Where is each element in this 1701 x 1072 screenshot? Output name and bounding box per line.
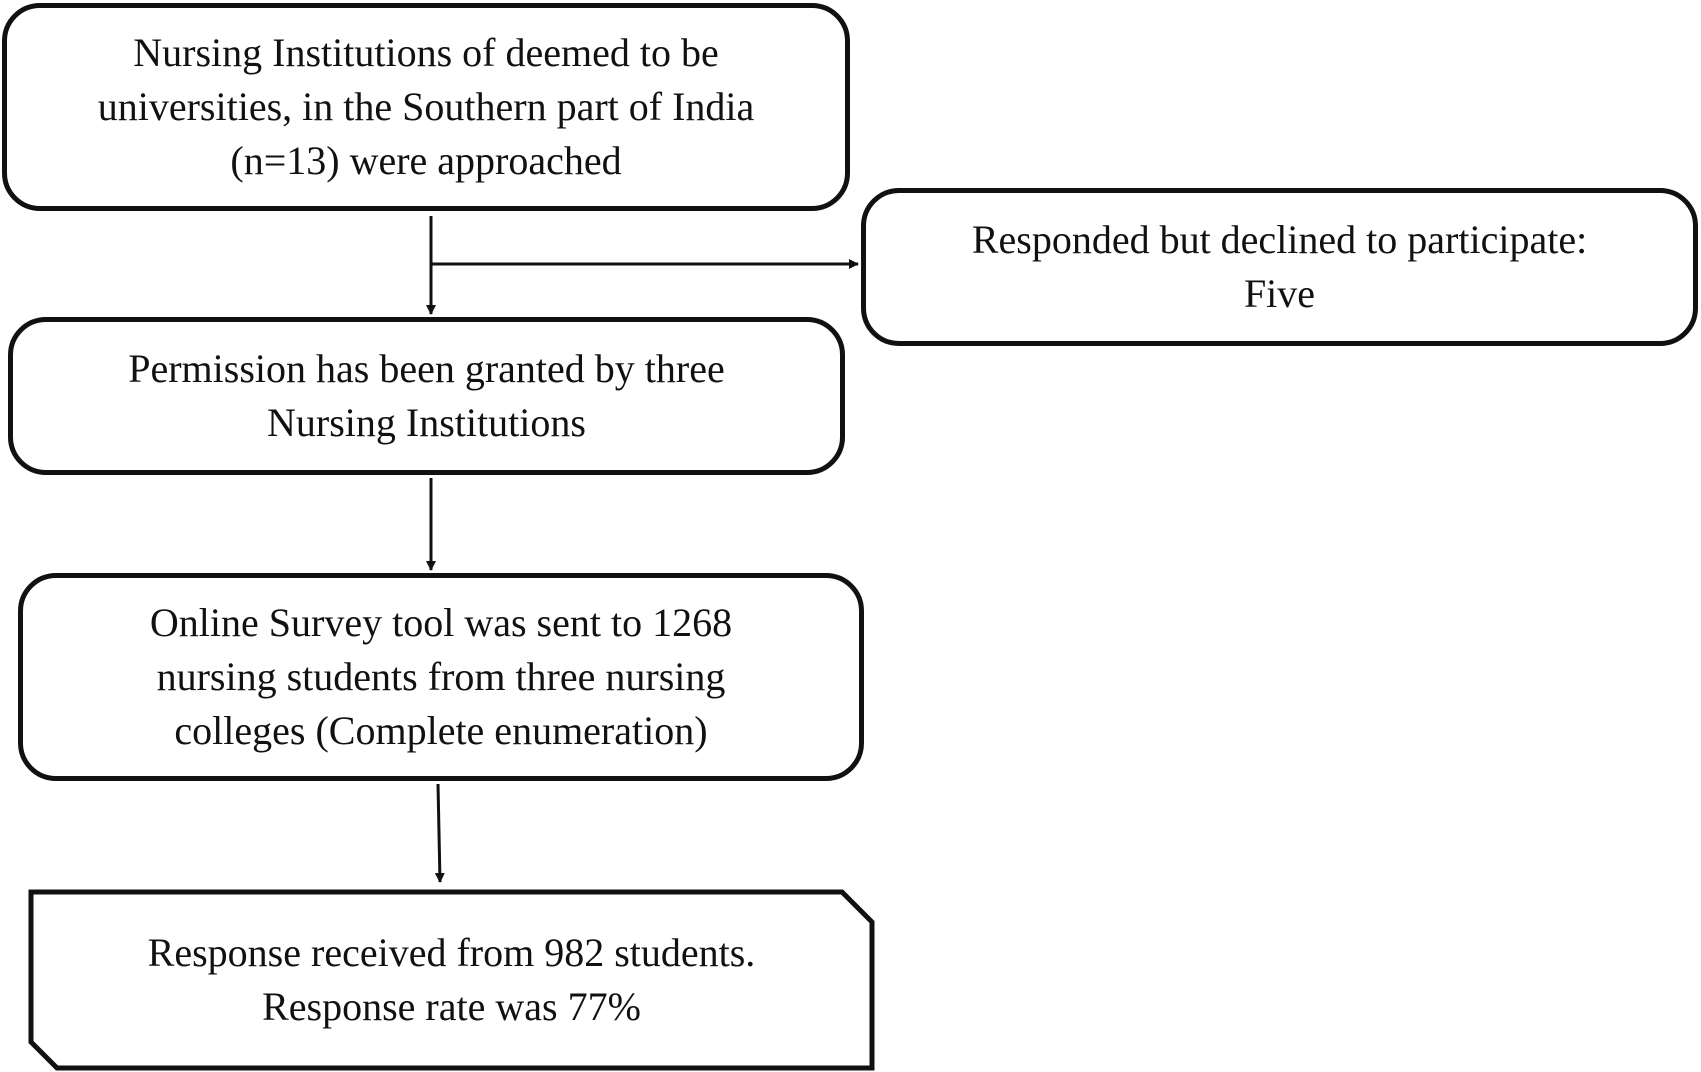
survey-text: Online Survey tool was sent to 1268 nurs… [150,596,732,758]
declined-box: Responded but declined to participate: F… [861,188,1698,346]
survey-line: colleges (Complete enumeration) [174,708,708,753]
response-text: Response received from 982 students. Res… [31,892,872,1068]
permission-line: Nursing Institutions [267,400,586,445]
permission-line: Permission has been granted by three [128,346,725,391]
approached-line: universities, in the Southern part of In… [97,84,755,129]
arrow-survey-to-response [434,783,445,883]
approached-text: Nursing Institutions of deemed to be uni… [98,26,755,188]
permission-text: Permission has been granted by three Nur… [128,342,725,450]
survey-line: Online Survey tool was sent to 1268 [149,600,733,645]
approached-line: Nursing Institutions of deemed to be [133,30,719,75]
permission-box: Permission has been granted by three Nur… [8,317,845,475]
survey-line: nursing students from three nursing [156,654,726,699]
response-line: Response received from 982 students. [147,930,756,975]
approached-box: Nursing Institutions of deemed to be uni… [2,3,850,211]
declined-line: Responded but declined to participate: [971,217,1588,262]
response-box-shape [28,889,875,1071]
declined-text: Responded but declined to participate: F… [972,213,1587,321]
survey-box: Online Survey tool was sent to 1268 nurs… [18,573,864,781]
approached-line: (n=13) were approached [230,138,622,183]
declined-line: Five [1243,271,1316,316]
response-text-lines: Response received from 982 students. Res… [148,926,756,1034]
response-line: Response rate was 77% [262,984,641,1029]
